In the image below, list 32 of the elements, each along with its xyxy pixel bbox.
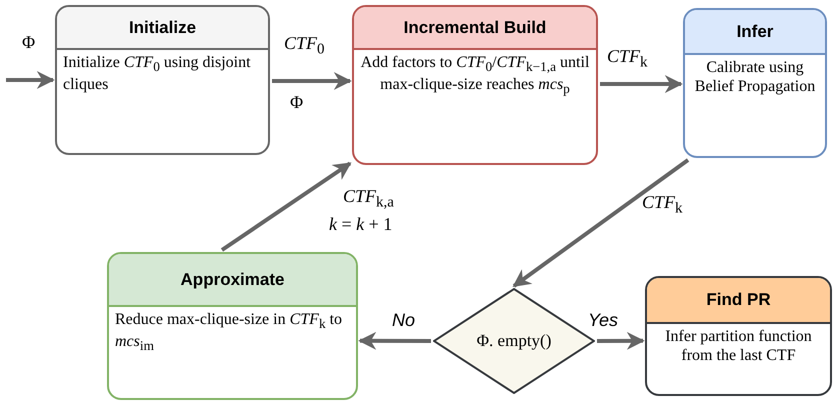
box-description: Calibrate using Belief Propagation [694,58,816,98]
edge-label: CTF$_{k}$ [607,46,648,72]
edge-label: Φ [22,32,36,53]
edge-label: Yes [588,310,618,331]
process-box [107,252,358,400]
arrow [220,162,352,252]
box-description: Add factors to CTF$_{0}$/CTF$_{k−1,a}$ until max-clique-size reaches mcs$_{p}$ [360,53,590,98]
arrow [272,72,352,90]
box-description: Initialize CTF$_{0}$ using disjoint cliques [62,53,252,96]
edge-label: CTF$_{k}$ [642,192,683,218]
edge-label: No [392,310,416,331]
box-heading: Approximate [109,254,356,307]
box-heading: Incremental Build [354,7,596,50]
edge-label: CTF$_{0}$ [284,33,325,59]
condition-text: Φ. empty() [476,331,552,351]
arrow [358,332,431,350]
arrow [512,158,690,288]
edge-label: CTF$_{k,a}$ [343,186,394,212]
box-description: Infer partition function from the last CTF [664,327,813,366]
arrow [600,75,683,94]
process-box [683,8,827,158]
box-description: Reduce max-clique-size in CTF$_{k}$ to mcs$_{im}$ [114,310,344,356]
annotation-text: k = k + 1 [329,214,392,235]
box-heading: Infer [685,10,825,55]
annotation-text: Φ [290,92,304,113]
process-box [645,276,832,396]
process-box [55,5,270,155]
box-heading: Initialize [57,7,268,50]
box-heading: Find PR [647,278,830,324]
arrow [6,71,55,89]
process-box [352,5,598,165]
arrow [597,332,645,350]
